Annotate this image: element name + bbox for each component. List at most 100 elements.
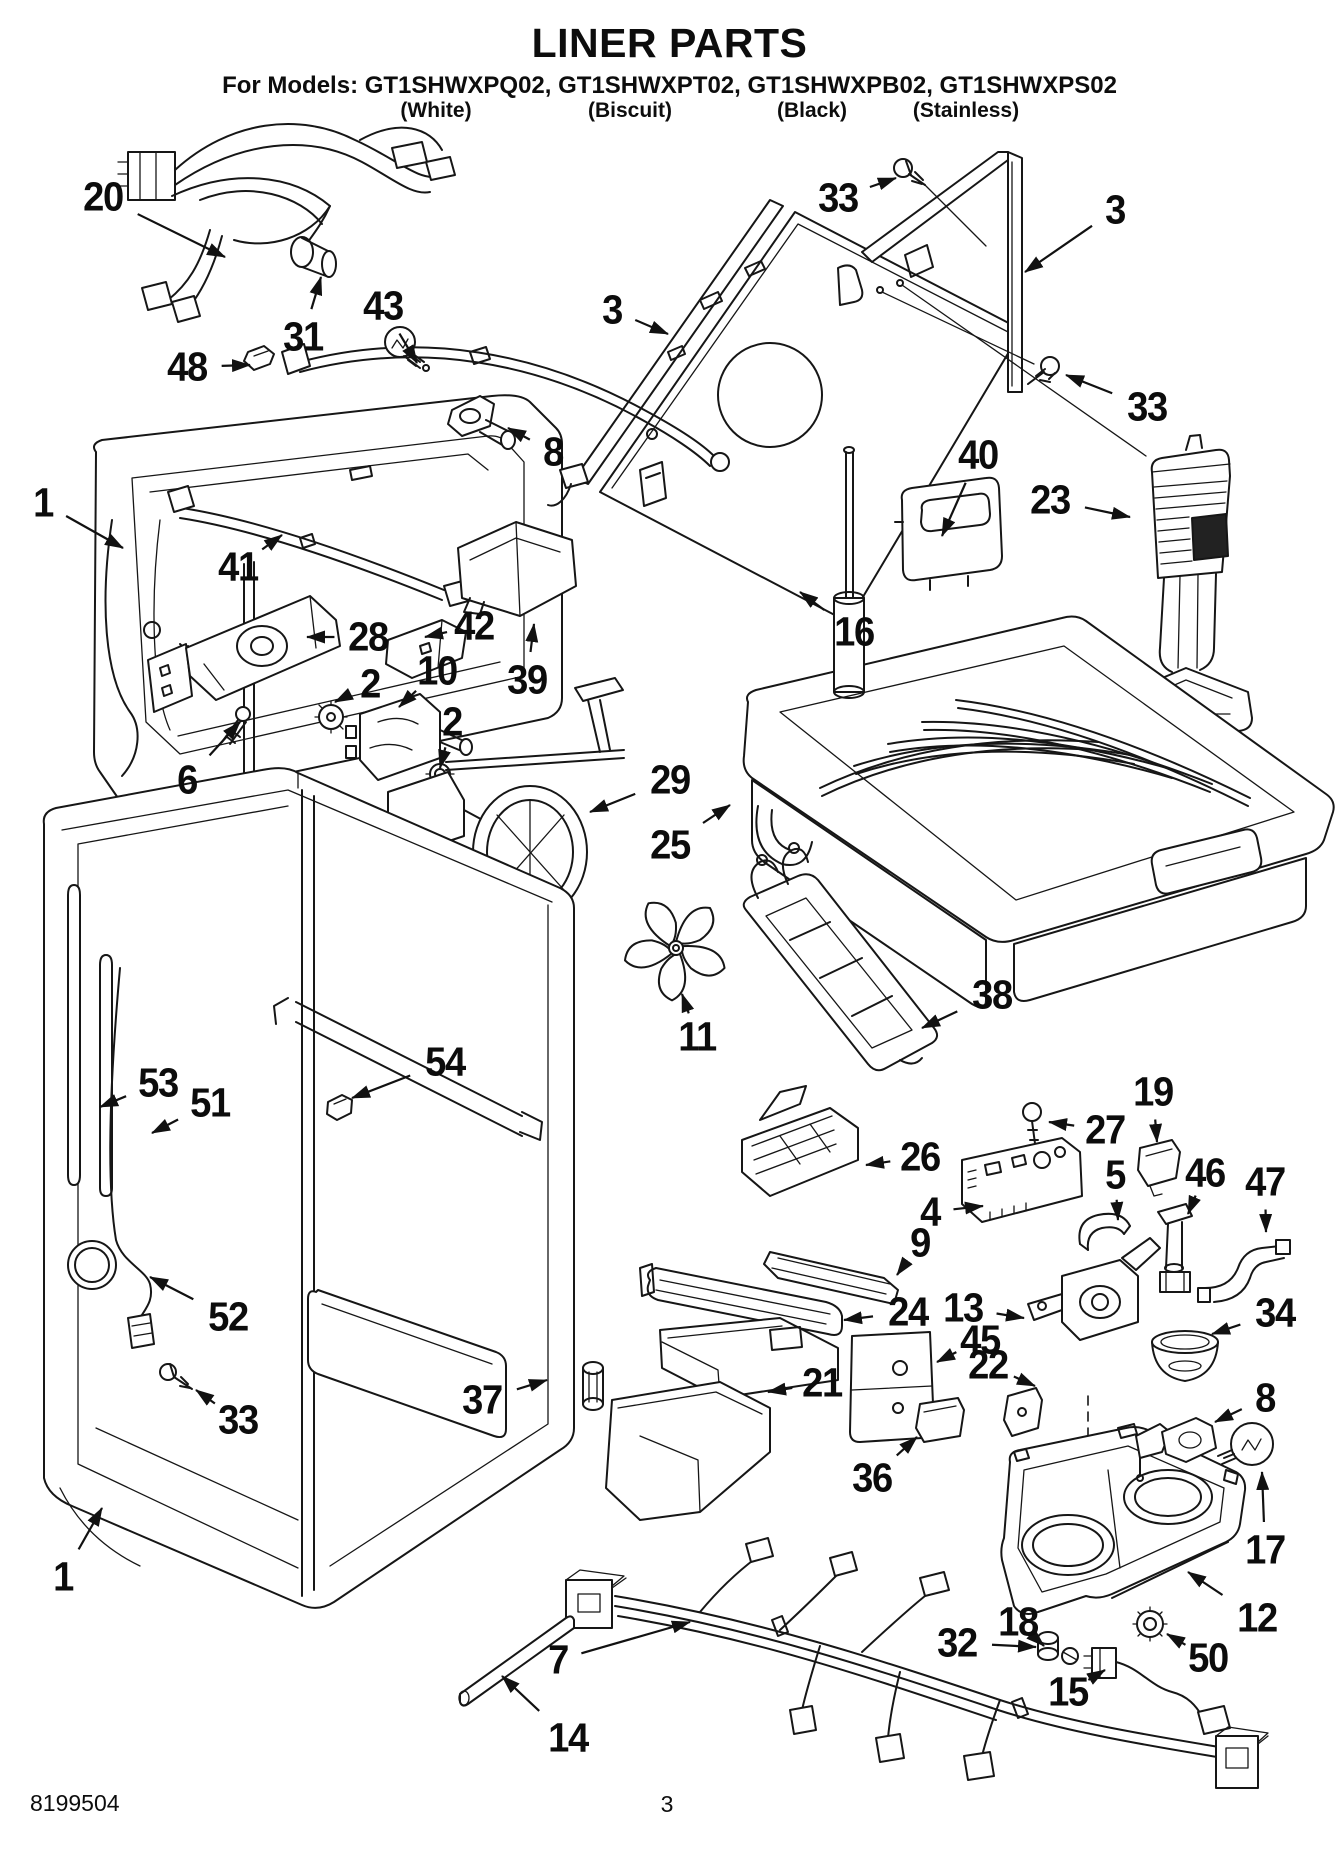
callout-26: 26 <box>900 1133 941 1180</box>
callout-7: 7 <box>548 1636 569 1683</box>
callout-54: 54 <box>425 1038 466 1085</box>
callout-18: 18 <box>998 1598 1039 1645</box>
callout-8: 8 <box>543 428 564 475</box>
callout-42: 42 <box>454 602 495 649</box>
leader-1 <box>77 1507 103 1550</box>
callout-22: 22 <box>968 1341 1009 1388</box>
leader-40 <box>940 482 967 537</box>
leader-50 <box>1166 1633 1187 1649</box>
callout-28: 28 <box>348 613 389 660</box>
callout-40: 40 <box>958 431 999 478</box>
leader-33 <box>195 1389 216 1406</box>
callout-36: 36 <box>852 1454 893 1501</box>
light-housing-art <box>147 595 341 745</box>
callout-32: 32 <box>937 1619 978 1666</box>
callout-1: 1 <box>53 1553 74 1600</box>
rear-panel-art <box>574 151 1147 623</box>
leader-2 <box>438 747 451 769</box>
callout-31: 31 <box>283 313 324 360</box>
callout-46: 46 <box>1185 1149 1226 1196</box>
leader-1 <box>65 515 124 549</box>
callout-33: 33 <box>1127 383 1168 430</box>
leader-12 <box>1187 1571 1224 1596</box>
callout-48: 48 <box>167 343 208 390</box>
leader-13 <box>996 1308 1025 1322</box>
leader-22 <box>1013 1372 1036 1388</box>
leader-51 <box>151 1118 179 1134</box>
callout-29: 29 <box>650 756 691 803</box>
crisper-tray-art <box>742 446 1335 1009</box>
leader-48 <box>221 359 251 373</box>
leader-36 <box>896 1436 918 1457</box>
callout-50: 50 <box>1188 1634 1229 1681</box>
callout-41: 41 <box>218 543 259 590</box>
callout-3: 3 <box>602 286 623 333</box>
callout-11: 11 <box>678 1013 717 1060</box>
leader-26 <box>865 1155 891 1169</box>
leader-25 <box>702 804 731 824</box>
leader-7 <box>581 1620 691 1655</box>
callout-6: 6 <box>177 756 198 803</box>
leader-23 <box>1084 506 1131 520</box>
callout-37: 37 <box>462 1376 503 1423</box>
callout-2: 2 <box>442 698 463 745</box>
finish-label-biscuit: (Biscuit) <box>588 99 672 122</box>
defrost-heater-art <box>167 343 730 607</box>
models-line: For Models: GT1SHWXPQ02, GT1SHWXPT02, GT… <box>222 72 1117 99</box>
leader-54 <box>351 1074 411 1100</box>
leader-52 <box>149 1276 194 1301</box>
callout-53: 53 <box>138 1059 179 1106</box>
callout-43: 43 <box>363 282 404 329</box>
callout-34: 34 <box>1255 1289 1296 1336</box>
leader-2 <box>334 687 354 703</box>
leader-18 <box>1026 1629 1045 1647</box>
callout-33: 33 <box>818 174 859 221</box>
callout-23: 23 <box>1030 476 1071 523</box>
leader-3 <box>634 318 669 336</box>
callout-51: 51 <box>190 1079 231 1126</box>
page-number: 3 <box>660 1791 674 1817</box>
finish-label-stainless: (Stainless) <box>912 99 1020 122</box>
callout-21: 21 <box>802 1359 843 1406</box>
air-duct-art <box>385 521 577 679</box>
leader-33 <box>1065 373 1113 395</box>
leader-3 <box>1024 224 1093 273</box>
main-harness-art <box>458 1537 1269 1789</box>
leader-20 <box>137 213 226 258</box>
leader-11 <box>680 993 695 1014</box>
leader-43 <box>398 333 418 364</box>
callout-24: 24 <box>888 1288 929 1335</box>
leader-46 <box>1186 1194 1201 1215</box>
callout-10: 10 <box>417 647 458 694</box>
callout-1: 1 <box>33 479 54 526</box>
leader-15 <box>1086 1669 1106 1685</box>
callout-45: 45 <box>960 1316 1001 1363</box>
leader-9 <box>896 1256 913 1276</box>
leader-5 <box>1110 1199 1124 1221</box>
leader-10 <box>398 689 417 708</box>
leader-29 <box>589 792 636 814</box>
callout-38: 38 <box>972 971 1013 1018</box>
leader-31 <box>309 276 323 310</box>
leader-33 <box>869 176 897 191</box>
leader-16 <box>799 591 825 611</box>
callout-3: 3 <box>1105 186 1126 233</box>
callout-4: 4 <box>920 1188 941 1235</box>
leader-45 <box>936 1348 957 1363</box>
callout-33: 33 <box>218 1396 259 1443</box>
leader-38 <box>921 1010 958 1029</box>
leader-27 <box>1048 1118 1075 1131</box>
callout-16: 16 <box>834 608 875 655</box>
callout-13: 13 <box>943 1284 984 1331</box>
leader-42 <box>424 626 448 640</box>
callout-12: 12 <box>1237 1594 1278 1641</box>
callout-2: 2 <box>360 660 381 707</box>
callout-14: 14 <box>548 1714 589 1761</box>
leader-53 <box>99 1094 127 1109</box>
leader-8 <box>1214 1408 1243 1423</box>
leader-34 <box>1211 1322 1241 1336</box>
leader-39 <box>525 623 539 653</box>
leader-21 <box>767 1382 793 1396</box>
leader-19 <box>1149 1119 1163 1143</box>
